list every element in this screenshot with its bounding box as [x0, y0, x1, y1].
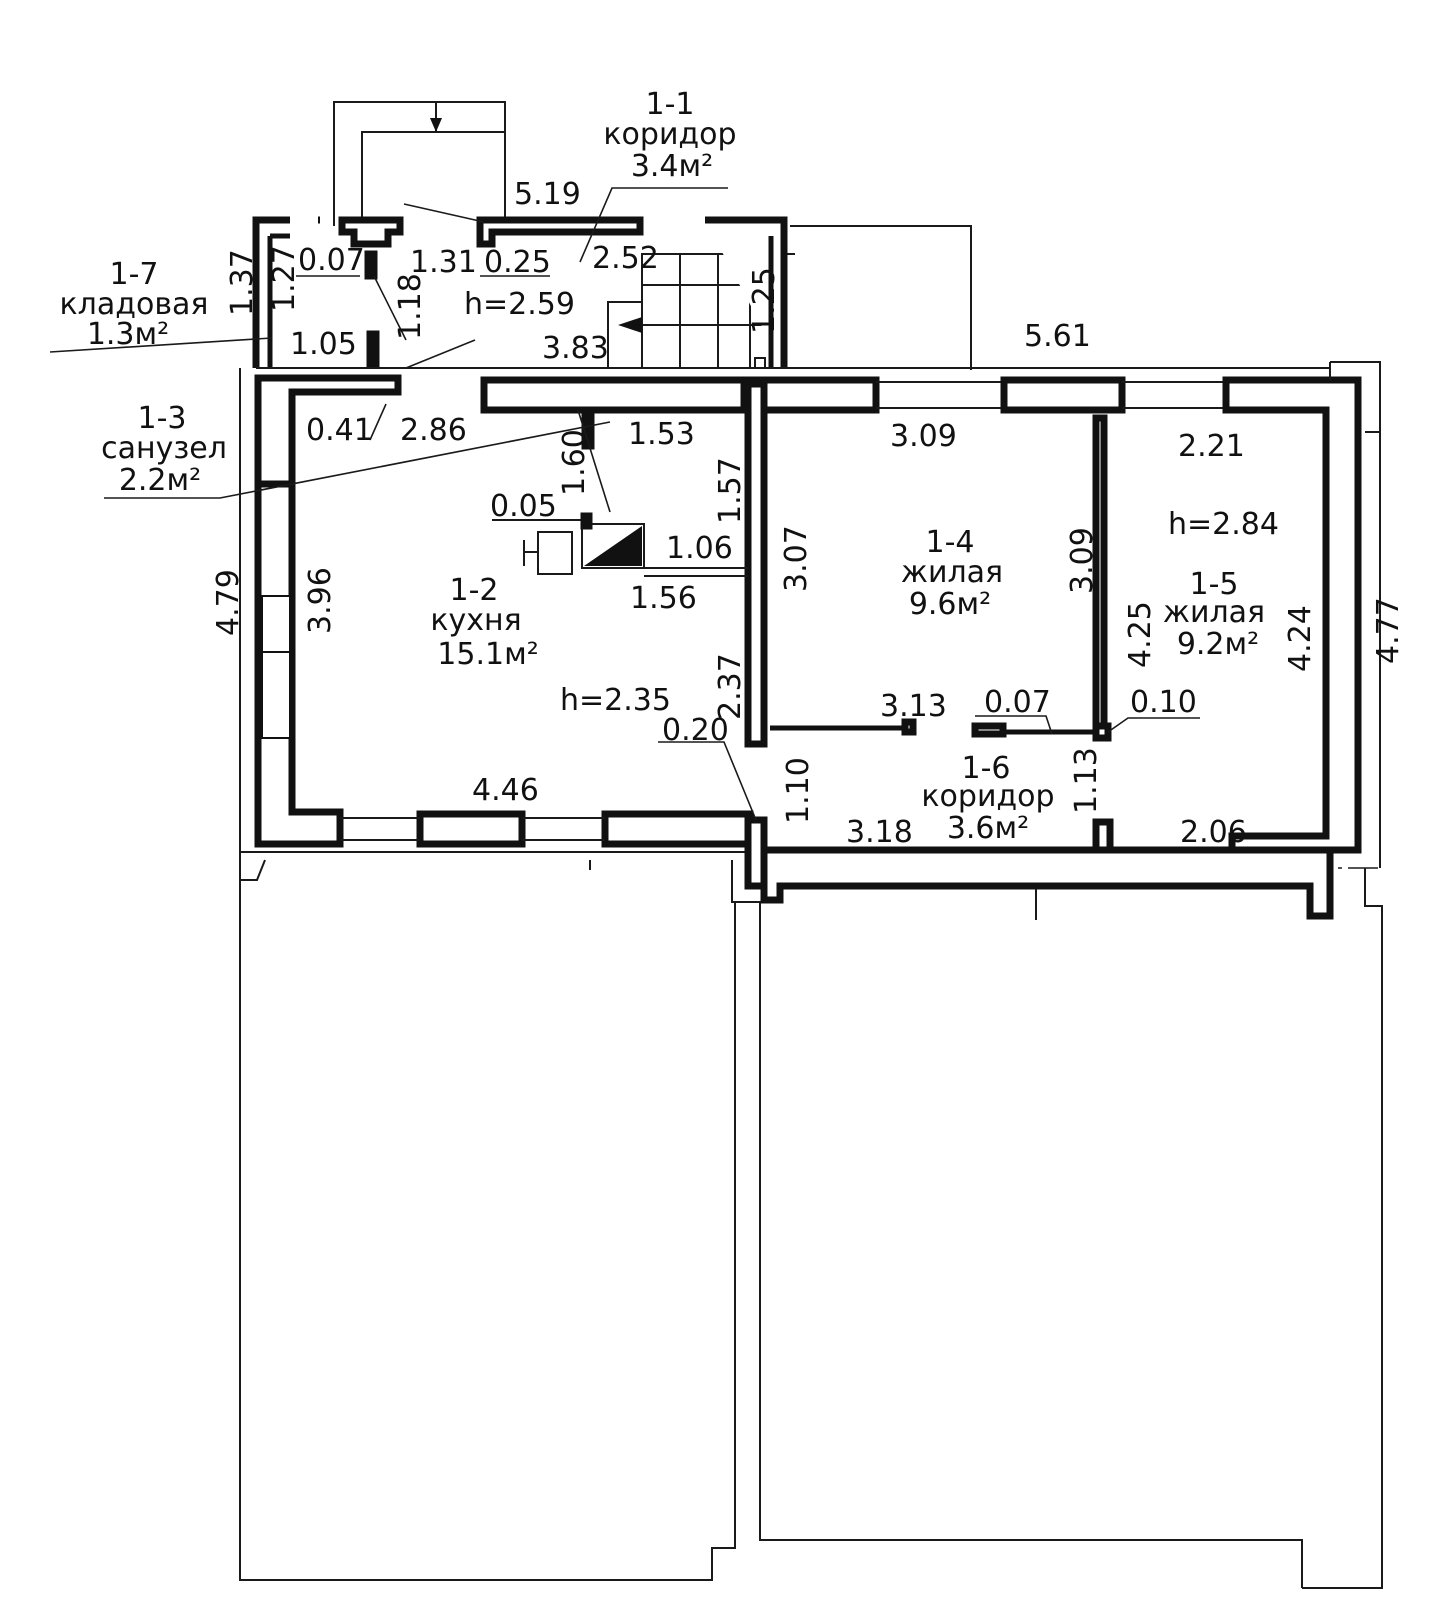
- room-area: 1.3м²: [87, 317, 169, 352]
- dim-2-52: 2.52: [592, 241, 659, 276]
- dim-2-21: 2.21: [1178, 429, 1245, 464]
- dim-1-56: 1.56: [630, 581, 697, 616]
- dim-2-06: 2.06: [1180, 815, 1247, 850]
- dim-4-24: 4.24: [1283, 605, 1318, 672]
- dim-1-06: 1.06: [666, 531, 733, 566]
- room-name: коридор: [603, 117, 736, 152]
- height-kitchen: h=2.35: [560, 683, 671, 718]
- room-area: 2.2м²: [119, 463, 201, 498]
- room-code: 1-6: [962, 751, 1011, 786]
- room-area: 15.1м²: [437, 637, 538, 672]
- height-entry: h=2.59: [464, 287, 575, 322]
- dim-3-09-top: 3.09: [890, 419, 957, 454]
- leader-lines: [49, 187, 1200, 821]
- dim-1-53: 1.53: [628, 417, 695, 452]
- dim-2-86: 2.86: [400, 413, 467, 448]
- wall-axis-lines: [256, 362, 1331, 380]
- dim-0-20: 0.20: [662, 713, 729, 748]
- room-area: 9.6м²: [909, 587, 991, 622]
- dim-3-83: 3.83: [542, 331, 609, 366]
- dim-5-61: 5.61: [1024, 319, 1091, 354]
- height-room5: h=2.84: [1168, 507, 1279, 542]
- dim-0-05: 0.05: [490, 489, 557, 524]
- dim-1-27: 1.27: [267, 245, 302, 312]
- room-code: 1-7: [110, 257, 159, 292]
- dim-1-13: 1.13: [1069, 747, 1104, 814]
- dim-1-25: 1.25: [747, 267, 782, 334]
- dim-5-19: 5.19: [514, 177, 581, 212]
- room-name: жилая: [901, 555, 1003, 590]
- dim-4-25: 4.25: [1123, 601, 1158, 668]
- room-name: санузел: [101, 431, 227, 466]
- room-name: кладовая: [60, 287, 209, 322]
- room-label-1-3: 1-3 санузел 2.2м²: [101, 401, 227, 498]
- room-label-1-6: 1-6 коридор 3.6м²: [921, 751, 1054, 846]
- room-label-1-2: 1-2 кухня 15.1м²: [430, 573, 538, 672]
- room-code: 1-1: [646, 87, 695, 122]
- dim-1-57: 1.57: [713, 457, 748, 524]
- dim-1-18: 1.18: [393, 273, 428, 340]
- dim-4-46: 4.46: [472, 773, 539, 808]
- dim-1-31: 1.31: [410, 245, 477, 280]
- ceiling-heights: h=2.59 h=2.35 h=2.84: [464, 287, 1279, 718]
- dim-4-77: 4.77: [1371, 597, 1406, 664]
- room-name: кухня: [430, 603, 521, 638]
- dim-1-10: 1.10: [781, 757, 816, 824]
- dim-0-07-storage: 0.07: [298, 243, 365, 278]
- dim-0-07-door: 0.07: [984, 685, 1051, 720]
- dim-3-18: 3.18: [846, 815, 913, 850]
- room-area: 3.6м²: [947, 811, 1029, 846]
- room-label-1-1: 1-1 коридор 3.4м²: [603, 87, 736, 184]
- room-label-1-5: 1-5 жилая 9.2м²: [1163, 567, 1265, 662]
- dim-4-79: 4.79: [211, 569, 246, 636]
- room-code: 1-3: [138, 401, 187, 436]
- room-name: жилая: [1163, 595, 1265, 630]
- dim-3-07: 3.07: [779, 525, 814, 592]
- room-code: 1-2: [450, 573, 499, 608]
- dim-3-96: 3.96: [303, 567, 338, 634]
- dim-3-13: 3.13: [880, 689, 947, 724]
- dim-0-41: 0.41: [306, 413, 373, 448]
- dim-1-05: 1.05: [290, 327, 357, 362]
- room-code: 1-5: [1190, 567, 1239, 602]
- vertical-dimensions: 1.37 1.27 1.18 1.25 1.60 1.57 3.07 3.09 …: [211, 245, 1406, 824]
- walls: [252, 216, 1362, 920]
- room-area: 9.2м²: [1177, 627, 1259, 662]
- dim-0-10: 0.10: [1130, 685, 1197, 720]
- dim-3-09-side: 3.09: [1065, 527, 1100, 594]
- horizontal-dimensions: 5.19 0.07 1.31 0.25 2.52 1.05 3.83 5.61 …: [290, 177, 1247, 850]
- dim-1-60: 1.60: [557, 429, 592, 496]
- room-code: 1-4: [926, 525, 975, 560]
- dim-2-37: 2.37: [713, 653, 748, 720]
- porch-outline: [333, 101, 972, 370]
- dim-1-37: 1.37: [225, 249, 260, 316]
- dim-0-25: 0.25: [484, 245, 551, 280]
- room-name: коридор: [921, 779, 1054, 814]
- room-label-1-7: 1-7 кладовая 1.3м²: [60, 257, 209, 352]
- room-label-1-4: 1-4 жилая 9.6м²: [901, 525, 1003, 622]
- room-area: 3.4м²: [631, 149, 713, 184]
